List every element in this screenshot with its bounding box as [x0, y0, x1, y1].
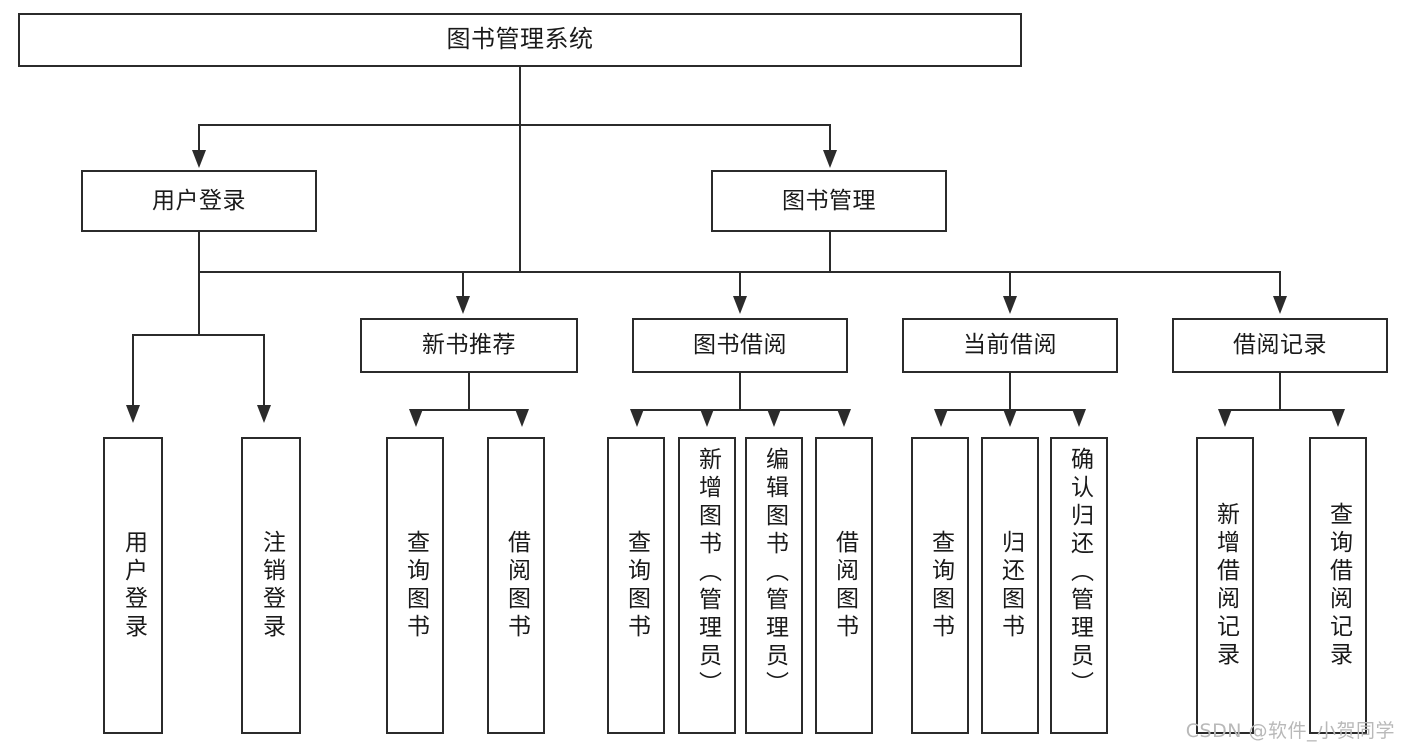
node-current-borrow[interactable]: 当前借阅	[902, 318, 1118, 373]
leaf-confirm-return[interactable]: 确认归还（管理员）	[1050, 437, 1108, 734]
arrow-leaf-user-logout	[257, 405, 271, 423]
edge-user-login-bus	[132, 334, 265, 336]
node-root-label: 图书管理系统	[446, 25, 594, 54]
edge-book-borrow-bus	[636, 409, 844, 411]
edge-new-book-rec-bus	[415, 409, 522, 411]
arrow-leaf-add-book	[700, 409, 714, 427]
arrow-leaf-edit-book	[767, 409, 781, 427]
leaf-borrow-book-2[interactable]: 借阅图书	[815, 437, 873, 734]
node-book-manage-label: 图书管理	[782, 187, 876, 214]
edge-user-login-stem	[198, 232, 200, 335]
arrow-leaf-query-book-3	[934, 409, 948, 427]
leaf-return-book-label: 归还图书	[997, 529, 1024, 642]
edge-to-book-manage	[829, 125, 831, 154]
leaf-query-record[interactable]: 查询借阅记录	[1309, 437, 1367, 734]
leaf-user-login-label: 用户登录	[120, 529, 147, 642]
node-book-borrow-label: 图书借阅	[693, 332, 787, 359]
node-book-manage[interactable]: 图书管理	[711, 170, 947, 232]
arrow-leaf-query-record	[1331, 409, 1345, 427]
edge-to-user-login	[198, 125, 200, 154]
arrow-to-new-book-rec	[456, 296, 470, 314]
edge-current-borrow-stem	[1009, 373, 1011, 410]
node-borrow-record-label: 借阅记录	[1233, 332, 1327, 359]
edge-level3-bus	[462, 271, 1279, 273]
node-user-login[interactable]: 用户登录	[81, 170, 317, 232]
arrow-leaf-borrow-book-1	[515, 409, 529, 427]
edge-to-current-borrow	[1009, 271, 1011, 299]
leaf-return-book[interactable]: 归还图书	[981, 437, 1039, 734]
leaf-query-book-3[interactable]: 查询图书	[911, 437, 969, 734]
leaf-borrow-book-1[interactable]: 借阅图书	[487, 437, 545, 734]
leaf-add-book[interactable]: 新增图书（管理员）	[678, 437, 736, 734]
edge-user-login-drop-1	[132, 334, 134, 410]
node-book-borrow[interactable]: 图书借阅	[632, 318, 848, 373]
edge-to-book-borrow	[739, 271, 741, 299]
leaf-borrow-book-2-label: 借阅图书	[831, 529, 858, 642]
node-new-book-rec-label: 新书推荐	[422, 332, 516, 359]
node-current-borrow-label: 当前借阅	[963, 332, 1057, 359]
edge-borrow-record-bus	[1224, 409, 1337, 411]
leaf-add-book-label: 新增图书（管理员）	[694, 447, 721, 699]
arrow-to-user-login	[192, 150, 206, 168]
leaf-add-record[interactable]: 新增借阅记录	[1196, 437, 1254, 734]
edge-book-manage-stem	[829, 232, 831, 272]
leaf-edit-book-label: 编辑图书（管理员）	[761, 447, 788, 699]
leaf-user-logout-label: 注销登录	[258, 529, 285, 642]
node-user-login-label: 用户登录	[152, 187, 246, 214]
leaf-query-book-2-label: 查询图书	[623, 529, 650, 642]
arrow-leaf-return-book	[1003, 409, 1017, 427]
edge-borrow-record-stem	[1279, 373, 1281, 410]
edge-new-book-rec-stem	[468, 373, 470, 410]
leaf-edit-book[interactable]: 编辑图书（管理员）	[745, 437, 803, 734]
edge-user-login-drop-2	[263, 334, 265, 410]
arrow-to-book-manage	[823, 150, 837, 168]
arrow-leaf-query-book-2	[630, 409, 644, 427]
leaf-user-logout[interactable]: 注销登录	[241, 437, 301, 734]
leaf-query-record-label: 查询借阅记录	[1325, 501, 1352, 670]
leaf-confirm-return-label: 确认归还（管理员）	[1066, 447, 1093, 699]
leaf-query-book-2[interactable]: 查询图书	[607, 437, 665, 734]
edge-book-borrow-stem	[739, 373, 741, 410]
edge-level2-bus-top	[198, 124, 831, 126]
leaf-query-book-1-label: 查询图书	[402, 529, 429, 642]
leaf-query-book-1[interactable]: 查询图书	[386, 437, 444, 734]
arrow-to-borrow-record	[1273, 296, 1287, 314]
leaf-add-record-label: 新增借阅记录	[1212, 501, 1239, 670]
leaf-query-book-3-label: 查询图书	[927, 529, 954, 642]
leaf-user-login[interactable]: 用户登录	[103, 437, 163, 734]
edge-to-new-book-rec	[462, 271, 464, 299]
arrow-leaf-confirm-return	[1072, 409, 1086, 427]
arrow-leaf-add-record	[1218, 409, 1232, 427]
arrow-leaf-borrow-book-2	[837, 409, 851, 427]
edge-root-stem-upper	[519, 67, 521, 125]
node-borrow-record[interactable]: 借阅记录	[1172, 318, 1388, 373]
arrow-to-book-borrow	[733, 296, 747, 314]
edge-root-stem	[519, 67, 521, 272]
leaf-borrow-book-1-label: 借阅图书	[503, 529, 530, 642]
csdn-watermark: CSDN @软件_小贺同学	[1185, 720, 1395, 742]
arrow-leaf-user-login	[126, 405, 140, 423]
node-new-book-rec[interactable]: 新书推荐	[360, 318, 578, 373]
node-root-system[interactable]: 图书管理系统	[18, 13, 1022, 67]
arrow-to-current-borrow	[1003, 296, 1017, 314]
edge-to-borrow-record	[1279, 271, 1281, 299]
arrow-leaf-query-book-1	[409, 409, 423, 427]
